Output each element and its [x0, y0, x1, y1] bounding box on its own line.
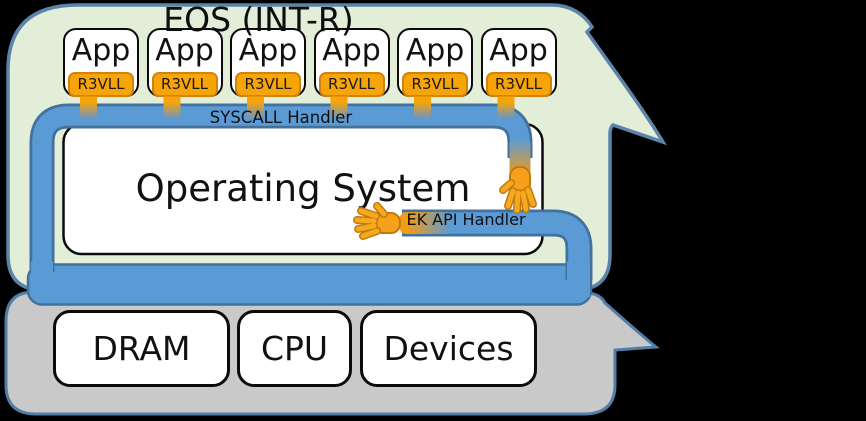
- app-badge: R3VLL: [235, 72, 301, 97]
- hardware-box: DRAM: [53, 310, 230, 387]
- hardware-label: CPU: [260, 329, 329, 368]
- hardware-label: DRAM: [92, 329, 191, 368]
- app-badge: R3VLL: [402, 72, 468, 97]
- os-box-label: Operating System: [135, 166, 471, 210]
- app-label: App: [489, 33, 548, 68]
- hardware-box: Devices: [360, 310, 537, 387]
- app-badge: R3VLL: [318, 72, 385, 97]
- hardware-label: Devices: [383, 329, 514, 368]
- app-badge: R3VLL: [485, 72, 552, 97]
- app-label: App: [405, 33, 465, 68]
- app-label: App: [71, 33, 131, 68]
- app-badge: R3VLL: [68, 72, 134, 97]
- app-label: App: [322, 33, 381, 68]
- app-badge: R3VLL: [151, 72, 218, 97]
- app-label: App: [155, 33, 214, 68]
- hardware-box: CPU: [237, 310, 352, 387]
- app-label: App: [238, 33, 298, 68]
